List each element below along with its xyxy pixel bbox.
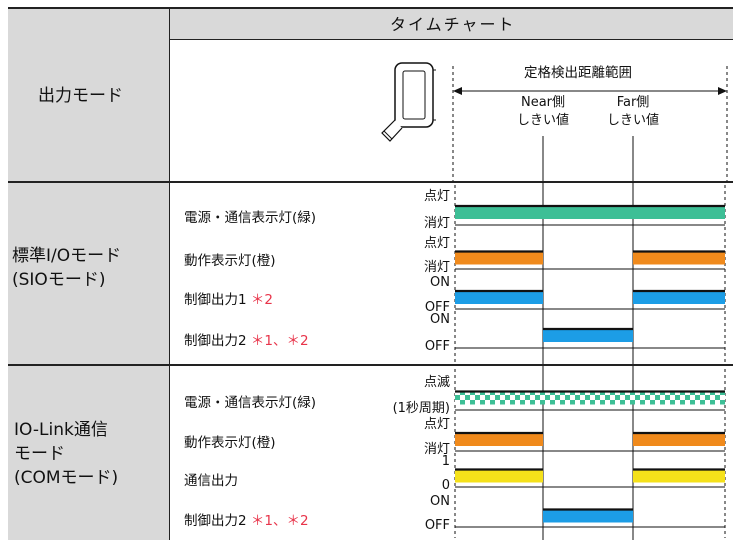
signal-label-text: 電源・通信表示灯(緑): [184, 395, 317, 411]
state-labels: ON OFF: [425, 495, 450, 533]
on-level-bar: [633, 291, 725, 304]
on-level-bar: [455, 251, 543, 265]
state-on-label: 点灯: [423, 417, 450, 432]
sensor-diagram: [381, 62, 728, 181]
signal-label-text: 動作表示灯(橙): [184, 435, 276, 451]
signal-trace: [455, 289, 725, 310]
state-off-label: 消灯: [423, 442, 450, 457]
state-labels: ON OFF: [425, 276, 450, 315]
near-threshold-label: Near側 しきい値: [511, 94, 575, 130]
com-mode-line-2: モード: [14, 444, 65, 464]
state-on-label: 点滅: [423, 375, 450, 390]
on-level-bar: [455, 291, 543, 304]
com-mode-line-3: (COMモード): [14, 468, 119, 488]
state-labels: 点灯消灯: [424, 190, 450, 231]
state-off-label: (1秒周期): [392, 401, 450, 416]
signal-trace: [455, 327, 725, 349]
signal-label-text: 電源・通信表示灯(緑): [184, 210, 317, 226]
signal-trace: [455, 431, 725, 452]
signal-label: 制御出力2 ＊1、＊2: [184, 509, 309, 529]
state-on-label: ON: [430, 494, 450, 509]
state-labels: 点灯消灯: [424, 418, 450, 457]
signal-trace: [455, 204, 725, 226]
far-label-2: しきい値: [606, 113, 659, 128]
footnote-mark: ＊2: [246, 292, 273, 308]
chart-column-header-bg: [170, 8, 733, 40]
sio-mode-cell-bg: [8, 182, 170, 364]
on-level-bar: [455, 391, 725, 405]
signal-trace: [455, 390, 725, 411]
on-level-bar: [455, 206, 725, 219]
state-off-label: OFF: [424, 339, 450, 354]
state-off-label: 0: [441, 478, 450, 493]
on-level-bar: [543, 329, 633, 342]
range-label: 定格検出距離範囲: [524, 65, 632, 81]
state-on-label: 点灯: [423, 236, 450, 251]
near-label-1: Near側: [520, 95, 566, 110]
signal-label: 動作表示灯(橙): [184, 249, 276, 269]
mode-column-title: 出力モード: [38, 86, 123, 106]
com-mode-line-1: IO-Link通信: [14, 420, 108, 440]
com-mode-cell-bg: [8, 366, 170, 540]
signal-label-text: 制御出力2: [184, 513, 247, 529]
state-off-label: 消灯: [423, 216, 450, 231]
state-on-label: 点灯: [423, 189, 450, 204]
com-mode-label: IO-Link通信 モード (COMモード): [14, 418, 118, 490]
state-labels: 点灯消灯: [424, 237, 450, 275]
signal-trace: [455, 508, 725, 528]
signal-label: 電源・通信表示灯(緑): [184, 206, 316, 226]
sio-mode-line-2: (SIOモード): [12, 270, 106, 290]
on-level-bar: [455, 469, 543, 483]
signal-label: 通信出力: [184, 469, 238, 489]
sio-mode-label: 標準I/Oモード (SIOモード): [12, 244, 121, 292]
row-divider-1: [8, 181, 733, 183]
far-label-1: Far側: [616, 95, 650, 110]
signal-label: 制御出力2 ＊1、＊2: [184, 329, 309, 349]
state-on-label: ON: [430, 275, 450, 290]
state-labels: 点滅 (1秒周期): [393, 376, 450, 416]
on-level-bar: [543, 509, 633, 523]
on-level-bar: [633, 433, 725, 446]
on-level-bar: [633, 469, 725, 483]
signal-label-text: 制御出力1: [184, 292, 247, 308]
on-level-bar: [633, 251, 725, 265]
mode-column-header-bg: [8, 8, 170, 182]
signal-trace: [455, 250, 725, 270]
header-divider: [170, 39, 733, 40]
footnote-mark: ＊1、＊2: [246, 333, 309, 349]
state-labels: ON OFF: [425, 313, 450, 354]
sio-mode-line-1: 標準I/Oモード: [12, 246, 122, 266]
signal-label: 電源・通信表示灯(緑): [184, 391, 316, 411]
state-off-label: OFF: [424, 300, 450, 315]
chart-column-title: タイムチャート: [390, 15, 516, 34]
signal-label: 動作表示灯(橙): [184, 431, 276, 451]
signal-label-text: 通信出力: [184, 473, 238, 489]
table-top-border: [8, 7, 733, 9]
far-threshold-label: Far側 しきい値: [601, 94, 665, 130]
state-off-label: OFF: [424, 518, 450, 533]
signal-label: 制御出力1 ＊2: [184, 288, 273, 308]
signal-label-text: 制御出力2: [184, 333, 247, 349]
row-divider-2: [8, 364, 733, 366]
state-on-label: 1: [441, 454, 450, 469]
state-on-label: ON: [430, 312, 450, 327]
signal-label-text: 動作表示灯(橙): [184, 253, 276, 269]
column-divider: [169, 8, 170, 540]
footnote-mark: ＊1、＊2: [246, 513, 309, 529]
near-label-2: しきい値: [516, 113, 569, 128]
signal-trace: [455, 468, 725, 488]
state-off-label: 消灯: [423, 260, 450, 275]
sensor-icon: [381, 62, 436, 142]
on-level-bar: [455, 433, 543, 446]
